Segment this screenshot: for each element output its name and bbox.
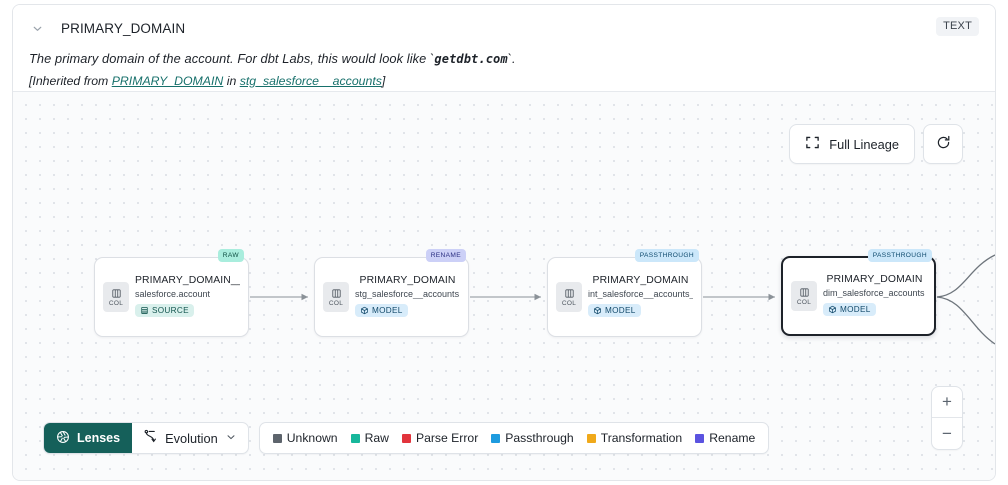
evolution-label: Evolution xyxy=(165,430,218,446)
column-chip-label: COL xyxy=(796,298,812,306)
column-icon: COL xyxy=(323,282,349,312)
description-suffix: `. xyxy=(507,51,516,66)
column-icon: COL xyxy=(103,282,129,312)
panel-header: PRIMARY_DOMAIN TEXT The primary domain o… xyxy=(13,5,995,91)
lenses-label: Lenses xyxy=(77,431,121,445)
node-lens-badge: RAW xyxy=(217,249,244,262)
legend-label: Transformation xyxy=(600,431,683,445)
legend-item[interactable]: Passthrough xyxy=(491,431,574,445)
evolution-dropdown[interactable]: Evolution xyxy=(132,423,248,453)
node-type-badge: MODEL xyxy=(823,302,876,316)
evolution-icon xyxy=(143,429,158,447)
zoom-in-button[interactable]: + xyxy=(932,387,962,418)
node-type-badge: MODEL xyxy=(588,303,641,317)
description-code: getdbt.com xyxy=(434,52,508,66)
lineage-node[interactable]: RAW COL PRIMARY_DOMAIN__C salesforce.accoun… xyxy=(94,249,249,337)
zoom-out-button[interactable]: − xyxy=(942,423,952,443)
lenses-button[interactable]: Lenses xyxy=(44,423,133,453)
canvas-controls: Full Lineage xyxy=(789,124,963,164)
legend-item[interactable]: Parse Error xyxy=(401,431,479,445)
legend-label: Parse Error xyxy=(415,431,479,445)
lineage-node[interactable]: PASSTHROUGH COL PRIMARY_DOMAIN int_salesfor… xyxy=(547,249,702,337)
legend-swatch xyxy=(272,433,282,443)
node-type-label: MODEL xyxy=(605,305,636,315)
legend-item[interactable]: Transformation xyxy=(586,431,683,445)
node-content: COL PRIMARY_DOMAIN dim_salesforce_accounts… xyxy=(783,258,934,334)
node-content: COL PRIMARY_DOMAIN int_salesforce__account… xyxy=(548,258,701,336)
cube-icon xyxy=(360,306,369,315)
node-subtitle: int_salesforce__accounts_joined xyxy=(588,288,693,299)
column-description: The primary domain of the account. For d… xyxy=(29,51,979,66)
lens-legend: Unknown Raw Parse Error Passthrough Transfor… xyxy=(258,422,770,454)
legend-swatch xyxy=(350,433,360,443)
inherited-column-link[interactable]: PRIMARY_DOMAIN xyxy=(111,74,224,88)
lineage-canvas[interactable]: Full Lineage + − RAW COL PRIMARY_DOMAIN__C… xyxy=(13,91,995,480)
status-badge: TEXT xyxy=(936,17,979,36)
chevron-down-icon xyxy=(225,431,237,446)
database-icon xyxy=(140,306,149,315)
zoom-controls: + − xyxy=(931,386,963,450)
legend-swatch xyxy=(586,433,596,443)
legend-swatch xyxy=(491,433,501,443)
aperture-icon xyxy=(56,430,70,447)
legend-item[interactable]: Raw xyxy=(350,431,389,445)
node-title: PRIMARY_DOMAIN xyxy=(826,273,923,285)
refresh-icon xyxy=(935,134,952,154)
legend-label: Raw xyxy=(364,431,389,445)
lenses-segmented-control: Lenses Evolution xyxy=(43,422,249,454)
column-icon: COL xyxy=(556,282,582,312)
legend-swatch xyxy=(401,433,411,443)
node-title: PRIMARY_DOMAIN__C xyxy=(135,274,240,286)
node-type-badge: MODEL xyxy=(355,303,408,317)
expand-icon xyxy=(805,135,820,153)
inherit-mid: in xyxy=(223,74,240,88)
legend-label: Rename xyxy=(709,431,756,445)
node-content: COL PRIMARY_DOMAIN stg_salesforce__account… xyxy=(315,258,468,336)
node-type-badge: SOURCE xyxy=(135,303,194,317)
legend-item[interactable]: Unknown xyxy=(272,431,338,445)
legend-swatch xyxy=(695,433,705,443)
cube-icon xyxy=(828,305,837,314)
legend-item[interactable]: Rename xyxy=(695,431,755,445)
node-type-label: MODEL xyxy=(372,305,403,315)
inherit-open: [Inherited from xyxy=(29,74,112,88)
node-lens-badge: PASSTHROUGH xyxy=(634,249,699,262)
page-title: PRIMARY_DOMAIN xyxy=(61,20,186,36)
column-chip-label: COL xyxy=(108,299,124,307)
node-body: PRIMARY_DOMAIN int_salesforce__accounts_j… xyxy=(588,275,693,320)
node-lens-badge: PASSTHROUGH xyxy=(867,249,932,262)
legend-label: Unknown xyxy=(286,431,338,445)
node-subtitle: dim_salesforce_accounts xyxy=(823,287,925,298)
column-chip-label: COL xyxy=(328,299,344,307)
inherited-from-line: [Inherited from PRIMARY_DOMAIN in stg_sa… xyxy=(29,74,979,88)
refresh-button[interactable] xyxy=(923,124,963,164)
legend-label: Passthrough xyxy=(505,431,574,445)
canvas-bottom-bar: Lenses Evolution xyxy=(43,422,770,454)
lineage-node[interactable]: PASSTHROUGH COL PRIMARY_DOMAIN dim_salesfor… xyxy=(781,249,936,336)
node-title: PRIMARY_DOMAIN xyxy=(592,274,689,286)
column-detail-panel: PRIMARY_DOMAIN TEXT The primary domain o… xyxy=(12,4,996,481)
full-lineage-button[interactable]: Full Lineage xyxy=(789,124,915,164)
description-prefix: The primary domain of the account. For d… xyxy=(29,51,435,66)
inherit-close: ] xyxy=(381,74,386,88)
node-subtitle: stg_salesforce__accounts xyxy=(355,288,460,299)
chevron-down-icon[interactable] xyxy=(29,20,45,36)
node-type-label: MODEL xyxy=(840,304,871,314)
lineage-node[interactable]: RENAME COL PRIMARY_DOMAIN stg_salesforce__a… xyxy=(314,249,469,337)
column-chip-label: COL xyxy=(561,299,577,307)
node-title: PRIMARY_DOMAIN xyxy=(359,274,456,286)
cube-icon xyxy=(593,306,602,315)
column-icon: COL xyxy=(791,281,817,311)
full-lineage-label: Full Lineage xyxy=(829,136,899,152)
node-subtitle: salesforce.account xyxy=(135,288,211,299)
node-lens-badge: RENAME xyxy=(425,249,466,262)
node-type-label: SOURCE xyxy=(152,305,189,315)
inherited-model-link[interactable]: stg_salesforce__accounts xyxy=(239,74,382,88)
